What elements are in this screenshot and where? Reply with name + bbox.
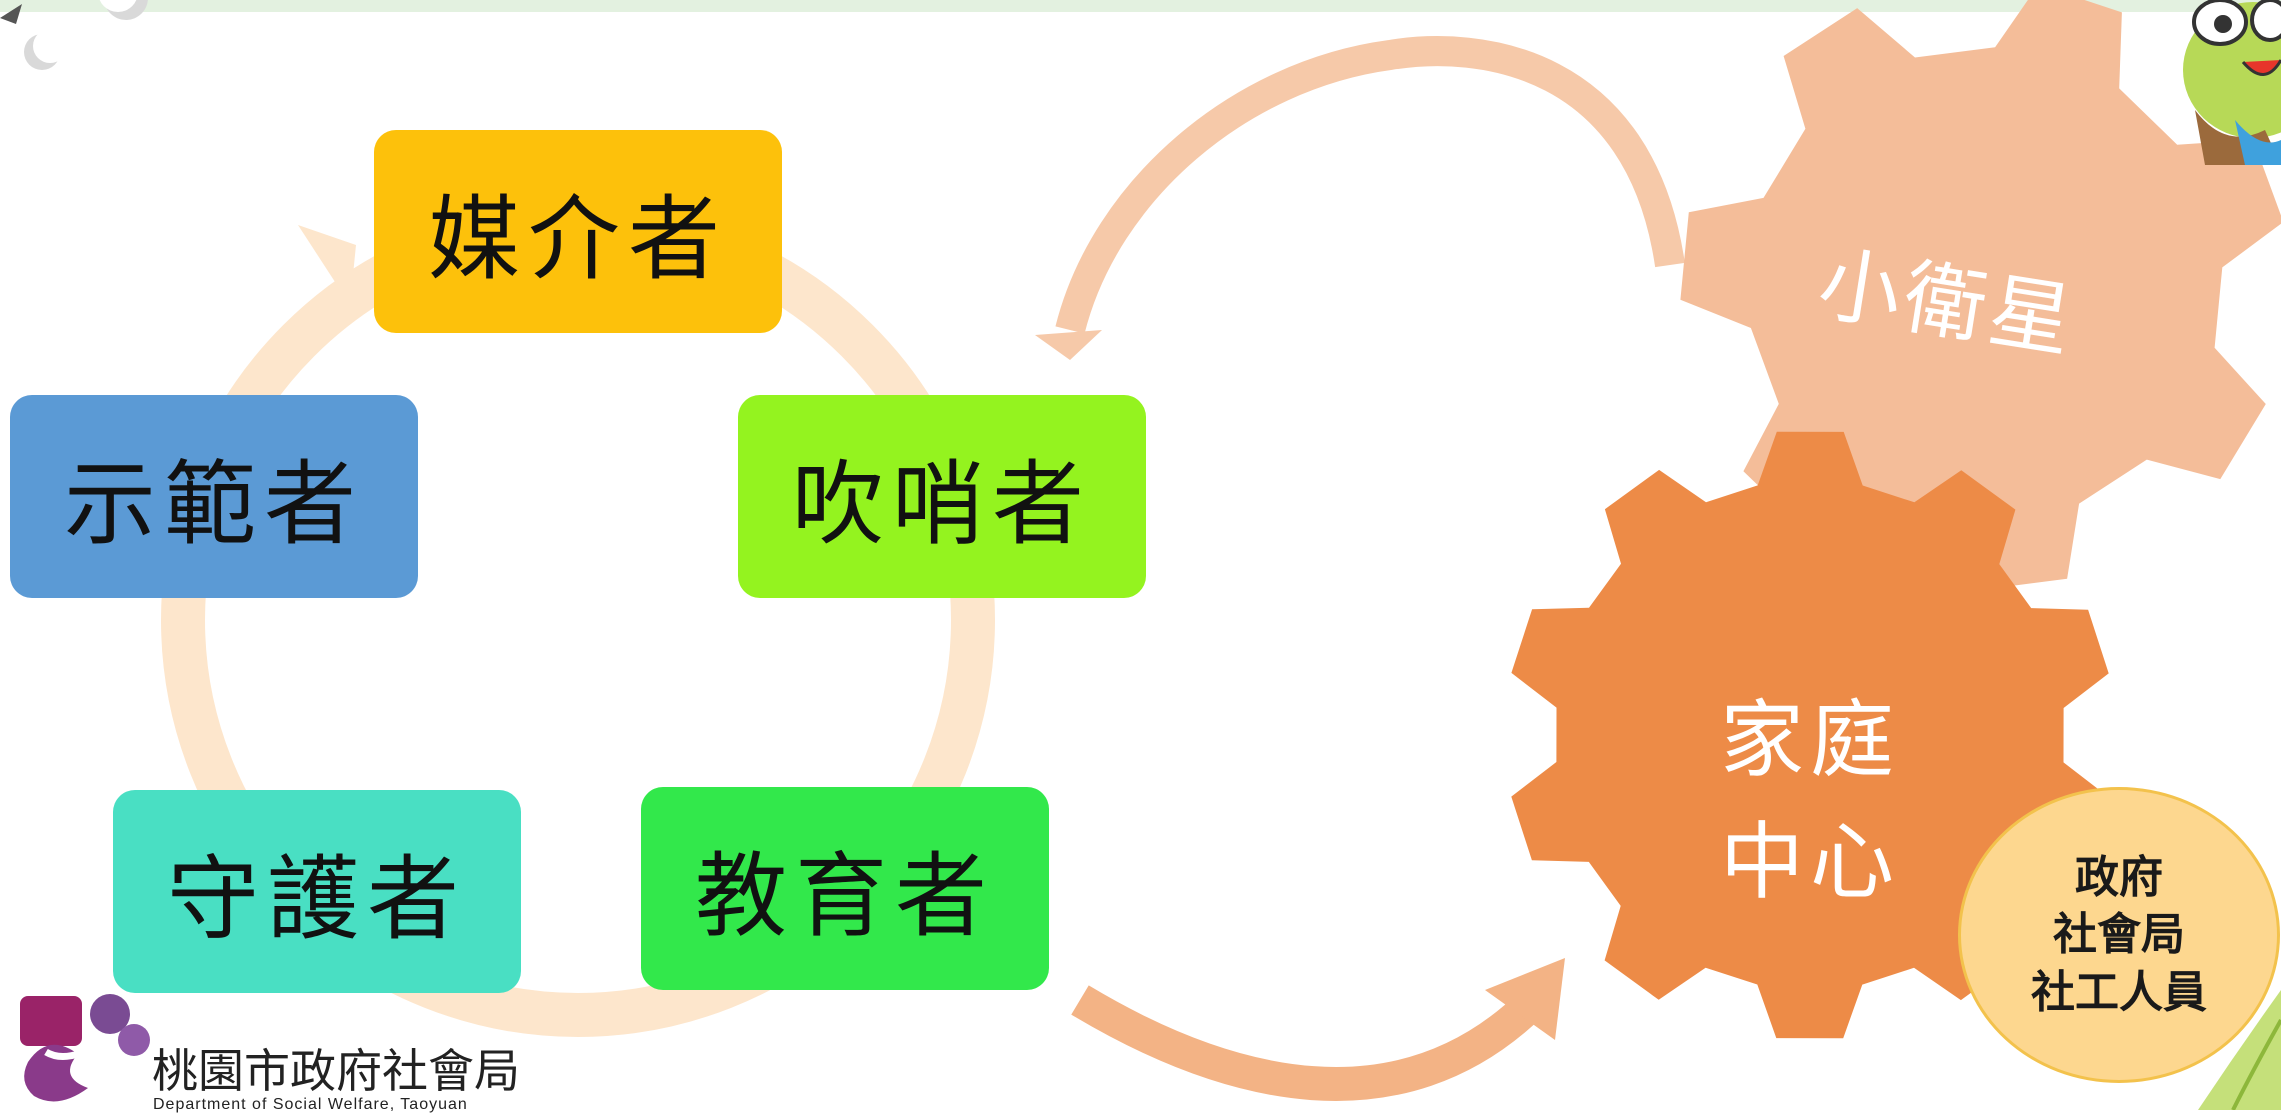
family-center-label-line1: 家庭 (1720, 691, 1901, 789)
role-label-whistleblower: 吹哨者 (791, 451, 1092, 558)
family-connector-arrow (1071, 985, 1542, 1101)
role-box-educator: 教育者 (641, 787, 1049, 990)
role-label-mediator: 媒介者 (427, 186, 728, 293)
family-center-gear (1511, 431, 2109, 1039)
social-welfare-logo (20, 994, 150, 1102)
role-label-role-model: 示範者 (63, 451, 364, 558)
family-center-gear-label: 家庭 中心 (1720, 680, 1900, 924)
satellite-connector-arrowhead (1035, 330, 1102, 360)
leaf-decoration (2198, 990, 2281, 1110)
logo-organization-name: 桃園市政府社會局 (152, 1044, 520, 1098)
cycle-arrowhead (298, 225, 356, 305)
government-line2: 社會局 (2053, 909, 2185, 961)
government-social-worker-bubble: 政府 社會局 社工人員 (1958, 787, 2280, 1083)
frog-mascot-image (2183, 0, 2281, 165)
role-label-guardian: 守護者 (166, 846, 467, 953)
top-strip (0, 0, 2281, 12)
role-box-guardian: 守護者 (113, 790, 521, 993)
role-box-mediator: 媒介者 (374, 130, 782, 333)
role-label-educator: 教育者 (694, 843, 995, 950)
role-box-whistleblower: 吹哨者 (738, 395, 1146, 598)
satellite-connector-arrow (1055, 36, 1685, 334)
corner-decoration (0, 0, 148, 70)
logo-organization-subtitle: Department of Social Welfare, Taoyuan (153, 1096, 468, 1113)
family-center-label-line2: 中心 (1720, 812, 1901, 911)
government-line3: 社工人員 (2031, 966, 2207, 1018)
family-connector-arrowhead (1485, 958, 1565, 1040)
government-line1: 政府 (2075, 852, 2163, 904)
role-box-role-model: 示範者 (10, 395, 418, 598)
